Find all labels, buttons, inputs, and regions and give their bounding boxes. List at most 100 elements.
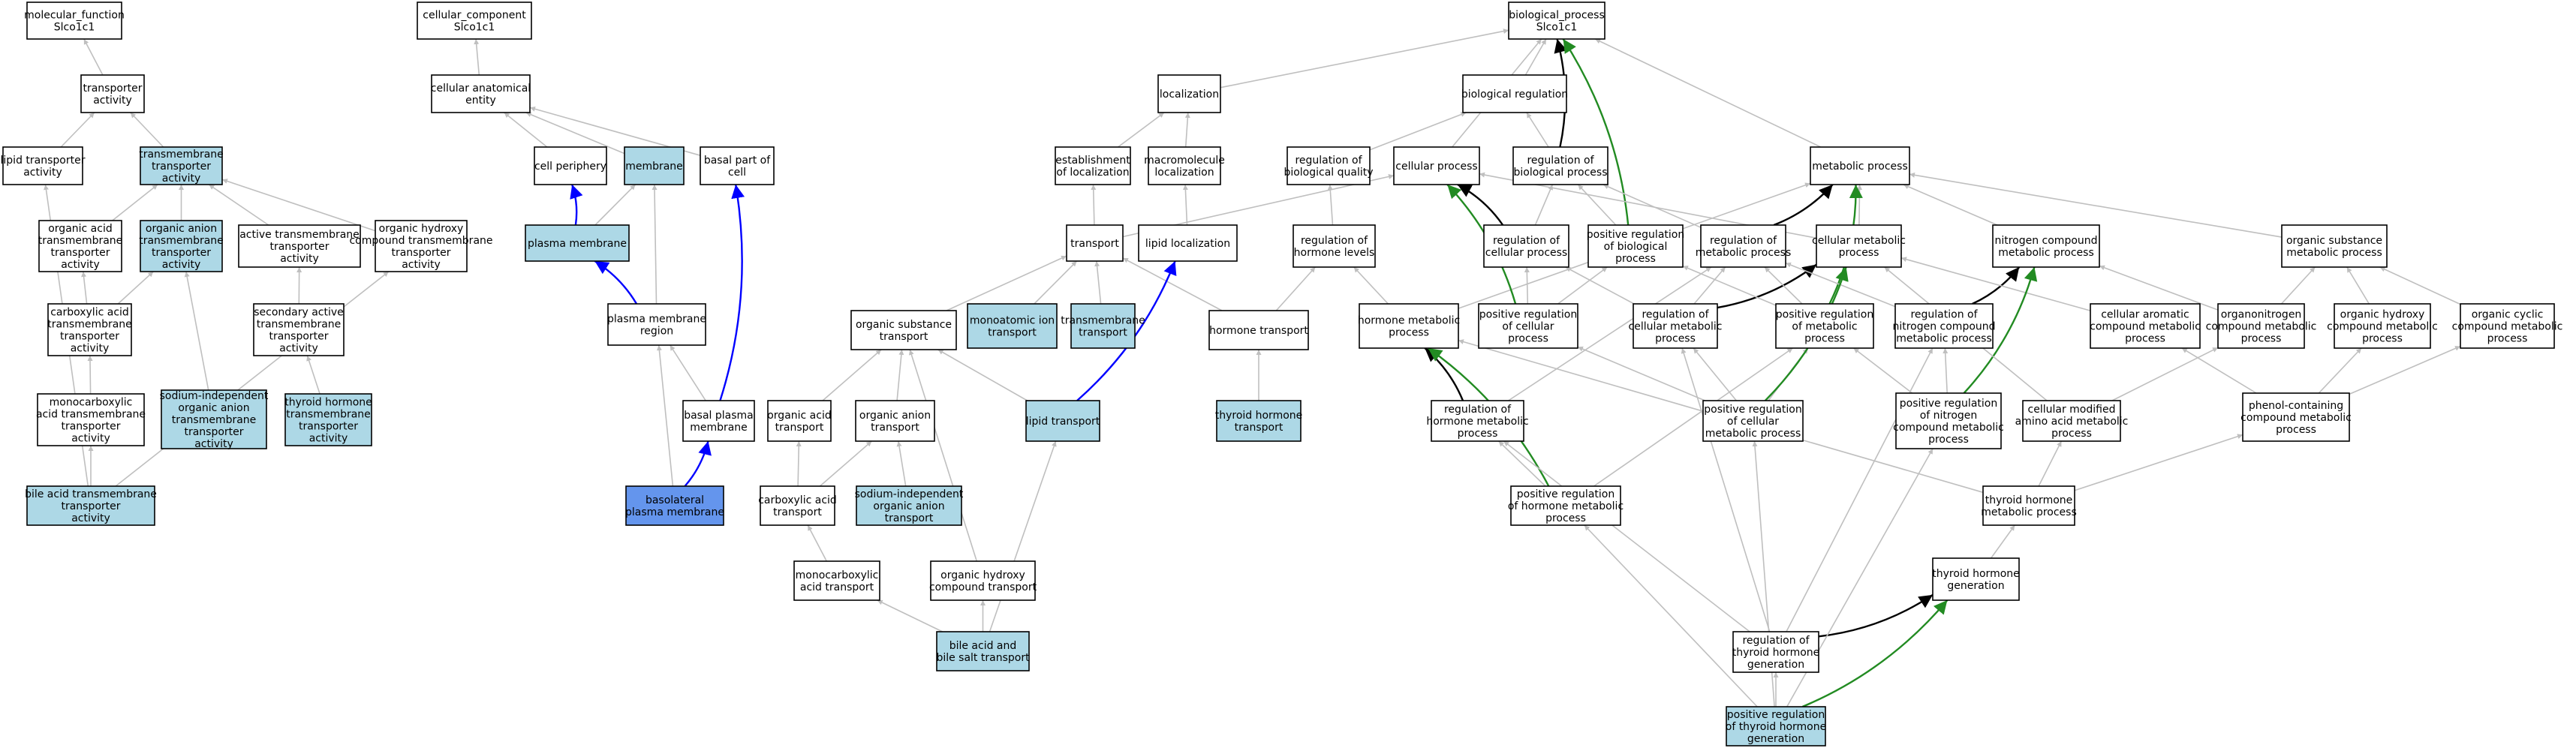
go-term-node-oatta[interactable]: organic acidtransmembranetransporteracti… [38, 220, 123, 272]
go-term-node-cp[interactable]: cell periphery [534, 146, 607, 185]
go-term-node-ht[interactable]: hormone transport [1208, 310, 1309, 350]
go-term-node-cata[interactable]: carboxylic acidtransmembranetransportera… [47, 303, 132, 356]
go-term-box [2, 146, 83, 185]
go-term-node-lloc[interactable]: lipid localization [1138, 224, 1238, 262]
go-term-label-line: carboxylic acid [50, 307, 129, 319]
edge-part-of-blpm-to-bpm [684, 440, 712, 487]
go-term-node-pm[interactable]: plasma membrane [525, 224, 630, 262]
go-term-node-thta[interactable]: thyroid hormonetransmembranetransportera… [284, 393, 372, 446]
go-term-box [1157, 74, 1221, 113]
go-term-label-line: organic substance [856, 319, 952, 331]
go-term-node-trans[interactable]: transport [1066, 224, 1124, 262]
go-term-label-line: hormone transport [1209, 325, 1308, 337]
go-term-box [607, 303, 706, 346]
go-term-node-breg[interactable]: biological regulation [1461, 74, 1568, 113]
edge-is-a-cata-to-oanion [117, 271, 154, 305]
edge-is-a-cata-to-oatta [81, 271, 88, 305]
go-term-box [525, 224, 630, 262]
go-term-box [2334, 303, 2431, 349]
go-term-label-line: of biological [1604, 241, 1668, 253]
go-term-label-line: hormone metabolic [1358, 315, 1460, 327]
go-term-label-line: transport [885, 512, 934, 524]
edge-is-a-rcp-to-rbp [1534, 184, 1554, 226]
go-term-label-line: cellular metabolic [1629, 321, 1723, 333]
go-term-node-mem[interactable]: membrane [624, 146, 685, 185]
edge-regulates-rthg-to-thg [1818, 593, 1934, 638]
edge-is-a-lta-to-ta [60, 112, 95, 148]
go-term-label-line: thyroid hormone [1215, 410, 1303, 422]
edge-is-a-mcata-to-cata [87, 355, 93, 395]
go-term-label-line: monocarboxylic [50, 397, 133, 409]
go-term-node-lt[interactable]: lipid transport [1025, 400, 1100, 442]
go-term-node-loc[interactable]: localization [1157, 74, 1221, 113]
go-term-label-line: thyroid hormone [1985, 494, 2073, 506]
edge-is-a-rthg-to-rncmp [1786, 347, 1934, 632]
go-term-node-cellp[interactable]: cellular process [1393, 146, 1480, 185]
go-term-node-bata[interactable]: bile acid transmembranetransporteractivi… [25, 485, 157, 526]
go-term-node-mp[interactable]: metabolic process [1810, 146, 1910, 185]
go-term-label-line: metabolic process [1896, 333, 1992, 345]
go-term-node-sata[interactable]: secondary activetransmembranetransporter… [253, 303, 345, 356]
go-term-box [1510, 485, 1621, 526]
edge-regulates-rcp-to-cellp [1457, 183, 1504, 226]
edge-is-a-tmt-to-trans [1094, 260, 1102, 305]
go-term-node-oanion[interactable]: organic aniontransmembranetransporteract… [139, 220, 224, 272]
